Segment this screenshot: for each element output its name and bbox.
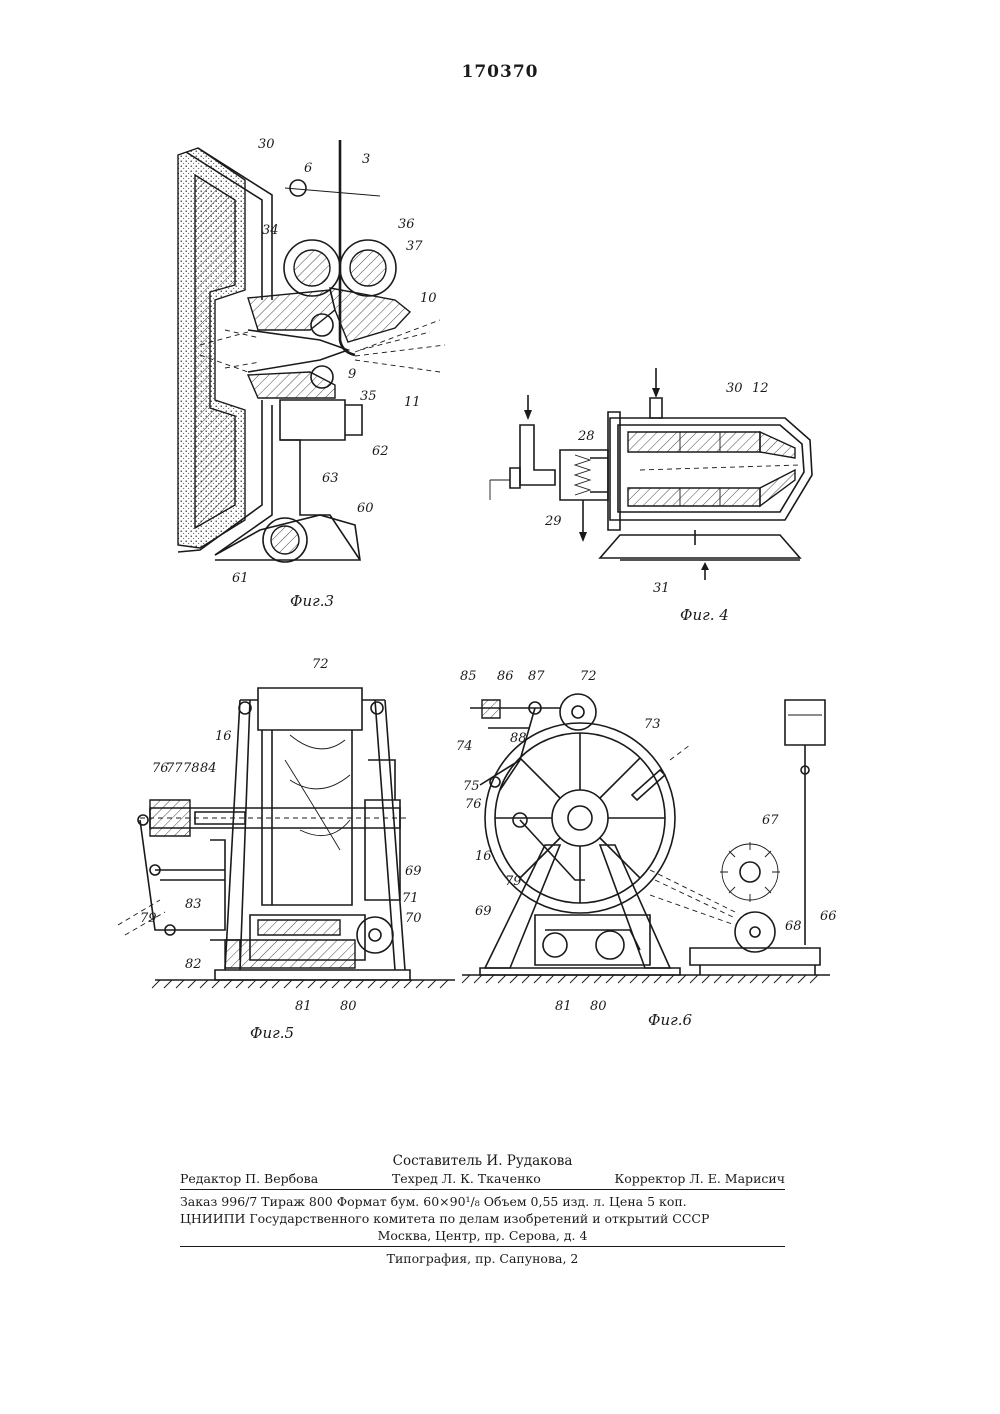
svg-text:87: 87 <box>528 669 545 684</box>
svg-text:80: 80 <box>340 999 357 1014</box>
svg-text:16: 16 <box>215 729 232 744</box>
svg-text:73: 73 <box>644 717 661 732</box>
svg-text:68: 68 <box>785 919 802 934</box>
svg-text:16: 16 <box>475 849 492 864</box>
svg-text:78: 78 <box>183 761 200 776</box>
figure-3: 30 6 3 34 36 37 10 9 11 35 62 63 60 61 Ф… <box>178 137 445 610</box>
fig5-caption: Фиг.5 <box>250 1024 294 1042</box>
svg-text:86: 86 <box>497 669 514 684</box>
divider <box>180 1189 785 1190</box>
institute-line: ЦНИИПИ Государственного комитета по дела… <box>180 1210 785 1227</box>
svg-text:60: 60 <box>357 501 374 516</box>
svg-text:34: 34 <box>262 223 279 238</box>
svg-text:79: 79 <box>505 874 522 889</box>
svg-text:36: 36 <box>398 217 415 232</box>
printer-line: Типография, пр. Сапунова, 2 <box>180 1250 785 1267</box>
svg-text:12: 12 <box>752 381 769 396</box>
figure-4: 30 12 28 29 31 Фиг. 4 <box>490 368 812 624</box>
svg-text:66: 66 <box>820 909 837 924</box>
svg-text:81: 81 <box>555 999 572 1014</box>
order-line: Заказ 996/7 Тираж 800 Формат бум. 60×90¹… <box>180 1193 785 1210</box>
svg-text:30: 30 <box>726 381 743 396</box>
figure-5: 72 16 76 77 78 84 69 71 70 83 79 82 81 8… <box>118 657 455 1042</box>
svg-text:79: 79 <box>140 911 157 926</box>
svg-text:84: 84 <box>200 761 217 776</box>
svg-text:29: 29 <box>544 514 562 529</box>
techred: Техред Л. К. Ткаченко <box>392 1170 541 1187</box>
svg-text:76: 76 <box>465 797 482 812</box>
svg-text:61: 61 <box>232 571 249 586</box>
address-line: Москва, Центр, пр. Серова, д. 4 <box>180 1227 785 1244</box>
colophon: Составитель И. Рудакова Редактор П. Верб… <box>180 1153 785 1267</box>
svg-text:63: 63 <box>322 471 339 486</box>
svg-text:72: 72 <box>580 669 597 684</box>
svg-text:69: 69 <box>405 864 422 879</box>
svg-text:67: 67 <box>762 813 779 828</box>
svg-text:6: 6 <box>304 161 312 176</box>
editor: Редактор П. Вербова <box>180 1170 318 1187</box>
fig4-caption: Фиг. 4 <box>680 606 729 624</box>
compiler-line: Составитель И. Рудакова <box>180 1153 785 1170</box>
svg-text:28: 28 <box>577 429 595 444</box>
svg-text:3: 3 <box>362 152 370 167</box>
svg-text:75: 75 <box>463 779 480 794</box>
figure-6: 85 86 87 72 73 74 88 75 76 16 79 67 69 6… <box>456 669 837 1029</box>
svg-text:82: 82 <box>185 957 202 972</box>
svg-text:77: 77 <box>166 761 183 776</box>
svg-text:85: 85 <box>460 669 477 684</box>
svg-text:10: 10 <box>420 291 437 306</box>
svg-text:62: 62 <box>372 444 389 459</box>
svg-text:37: 37 <box>406 239 423 254</box>
svg-text:80: 80 <box>590 999 607 1014</box>
svg-text:71: 71 <box>402 891 419 906</box>
svg-text:70: 70 <box>405 911 422 926</box>
svg-text:69: 69 <box>475 904 492 919</box>
svg-text:11: 11 <box>404 395 421 410</box>
svg-text:30: 30 <box>258 137 275 152</box>
fig3-caption: Фиг.3 <box>290 592 334 610</box>
svg-text:74: 74 <box>456 739 473 754</box>
svg-text:81: 81 <box>295 999 312 1014</box>
editors-line: Редактор П. Вербова Техред Л. К. Ткаченк… <box>180 1170 785 1187</box>
corrector: Корректор Л. Е. Марисич <box>615 1170 785 1187</box>
svg-text:88: 88 <box>510 731 527 746</box>
fig6-caption: Фиг.6 <box>648 1011 692 1029</box>
technical-drawings: 30 6 3 34 36 37 10 9 11 35 62 63 60 61 Ф… <box>0 0 1000 1140</box>
svg-text:31: 31 <box>653 581 670 596</box>
svg-text:9: 9 <box>348 367 356 382</box>
svg-text:35: 35 <box>360 389 377 404</box>
svg-text:83: 83 <box>185 897 202 912</box>
svg-text:72: 72 <box>312 657 329 672</box>
divider <box>180 1246 785 1247</box>
